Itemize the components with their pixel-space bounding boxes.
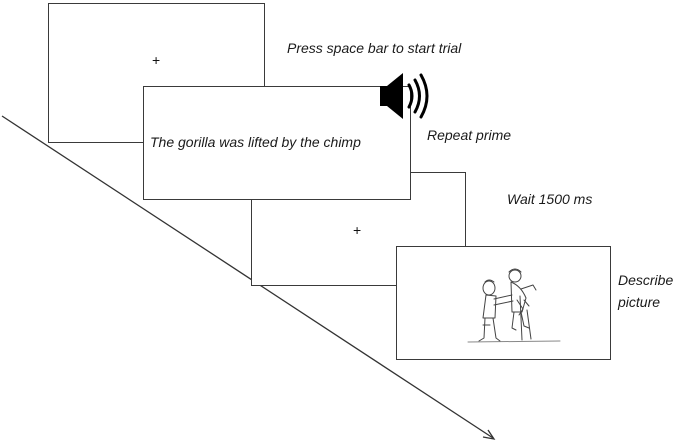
step-label-wait: Wait 1500 ms [507, 191, 593, 207]
step-label-start: Press space bar to start trial [287, 40, 462, 56]
fixation-cross: + [353, 222, 362, 238]
step-label-prime: Repeat prime [427, 127, 512, 143]
step-label-describe-line2: picture [618, 294, 661, 310]
step-label-describe: Describe picture [618, 269, 680, 313]
fixation-cross: + [152, 52, 161, 68]
prime-sentence: The gorilla was lifted by the chimp [150, 134, 361, 150]
prime-sentence-screen [143, 86, 411, 200]
step-label-describe-line1: Describe [618, 272, 674, 288]
